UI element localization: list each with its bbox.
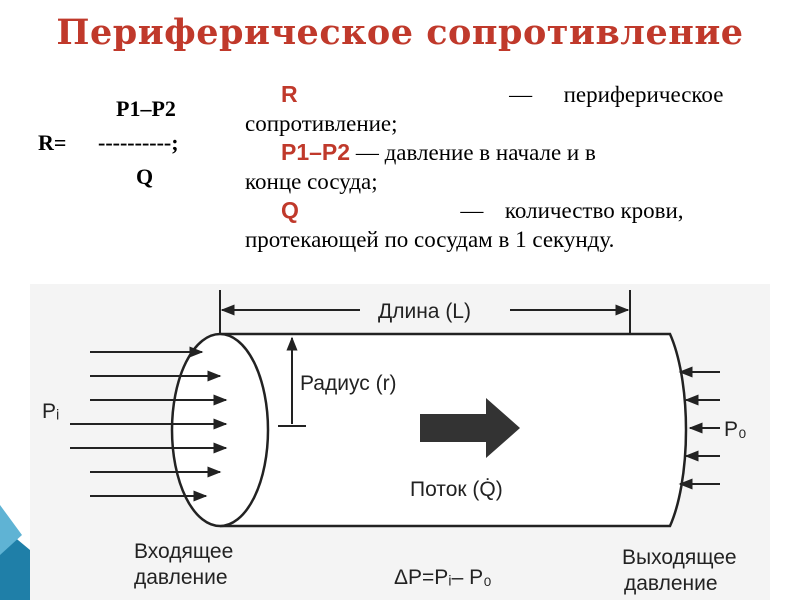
- definition-dash: —: [509, 82, 533, 107]
- page-title: Периферическое сопротивление: [56, 12, 744, 53]
- definition-q: Q — количество крови, протекающей по сос…: [245, 196, 770, 254]
- p-out-label: P₀: [724, 418, 747, 441]
- outlet-pressure-label-2: давление: [624, 572, 718, 595]
- definitions-block: R — периферическое сопротивление; P1–P2 …: [245, 80, 770, 254]
- formula-numerator: P1–P2: [116, 96, 176, 121]
- formula-lhs: R=: [38, 130, 67, 155]
- outlet-arrows: [678, 366, 720, 490]
- inlet-pressure-label-2: давление: [134, 566, 228, 589]
- p-in-label: Pᵢ: [42, 400, 59, 423]
- resistance-formula: P1–P2 R= ----------; Q: [38, 96, 228, 196]
- definition-text: количество крови,: [504, 198, 684, 223]
- inlet-pressure-label-1: Входящее: [134, 540, 233, 563]
- definition-symbol: P1–P2: [281, 139, 351, 165]
- formula-fraction-bar: ----------;: [98, 130, 179, 155]
- flow-arrow: [420, 398, 520, 458]
- definition-text: конце сосуда;: [245, 169, 378, 194]
- flow-label: Поток (Q̇): [410, 478, 503, 501]
- definition-symbol: R: [281, 81, 298, 107]
- inlet-arrows: [70, 346, 228, 502]
- vessel-inlet-ellipse: [170, 332, 270, 528]
- definition-dash: —: [460, 198, 484, 223]
- definition-symbol: Q: [281, 197, 299, 223]
- definition-dash: —: [355, 140, 379, 165]
- definition-text: сопротивление;: [245, 111, 398, 136]
- outlet-pressure-label-1: Выходящее: [622, 546, 737, 569]
- vessel-diagram: Длина (L) Радиус (r) Поток (Q̇) Pᵢ: [30, 284, 770, 600]
- delta-pressure-label: ΔP=Pᵢ– P₀: [394, 566, 492, 589]
- formula-denominator: Q: [136, 164, 154, 189]
- definition-p1p2: P1–P2 — давление в начале и в конце сосу…: [245, 138, 770, 196]
- decorative-corner-shape: [0, 505, 30, 600]
- length-label: Длина (L): [378, 300, 471, 323]
- radius-label: Радиус (r): [300, 372, 397, 395]
- definition-text: периферическое: [563, 82, 724, 107]
- definition-text: давление в начале и в: [384, 140, 596, 165]
- definition-text: протекающей по сосудам в 1 секунду.: [245, 227, 615, 252]
- definition-r: R — периферическое сопротивление;: [245, 80, 770, 138]
